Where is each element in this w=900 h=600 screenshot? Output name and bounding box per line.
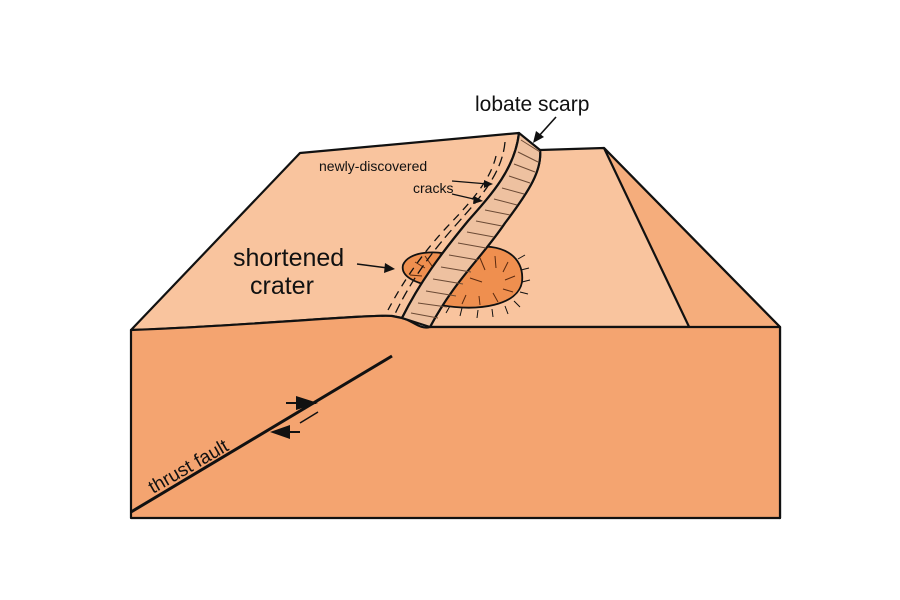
thrust-fault-line (130, 354, 393, 514)
fault-displacement-arrows (270, 396, 319, 439)
cracks-line-1 (393, 141, 506, 317)
leader-lobate-scarp (533, 116, 557, 143)
label-crater-line2: crater (250, 272, 314, 300)
label-lobate-scarp: lobate scarp (475, 93, 589, 116)
leader-cracks (451, 180, 493, 204)
scarp-hatching (410, 139, 541, 319)
cracks-line-2 (387, 155, 497, 311)
scarp-face (400, 131, 542, 329)
label-cracks-line2: cracks (413, 180, 453, 196)
leader-crater (356, 263, 395, 273)
front-face (129, 314, 782, 520)
label-crater-line1: shortened (233, 244, 344, 272)
label-cracks-line1: newly-discovered (319, 158, 427, 174)
